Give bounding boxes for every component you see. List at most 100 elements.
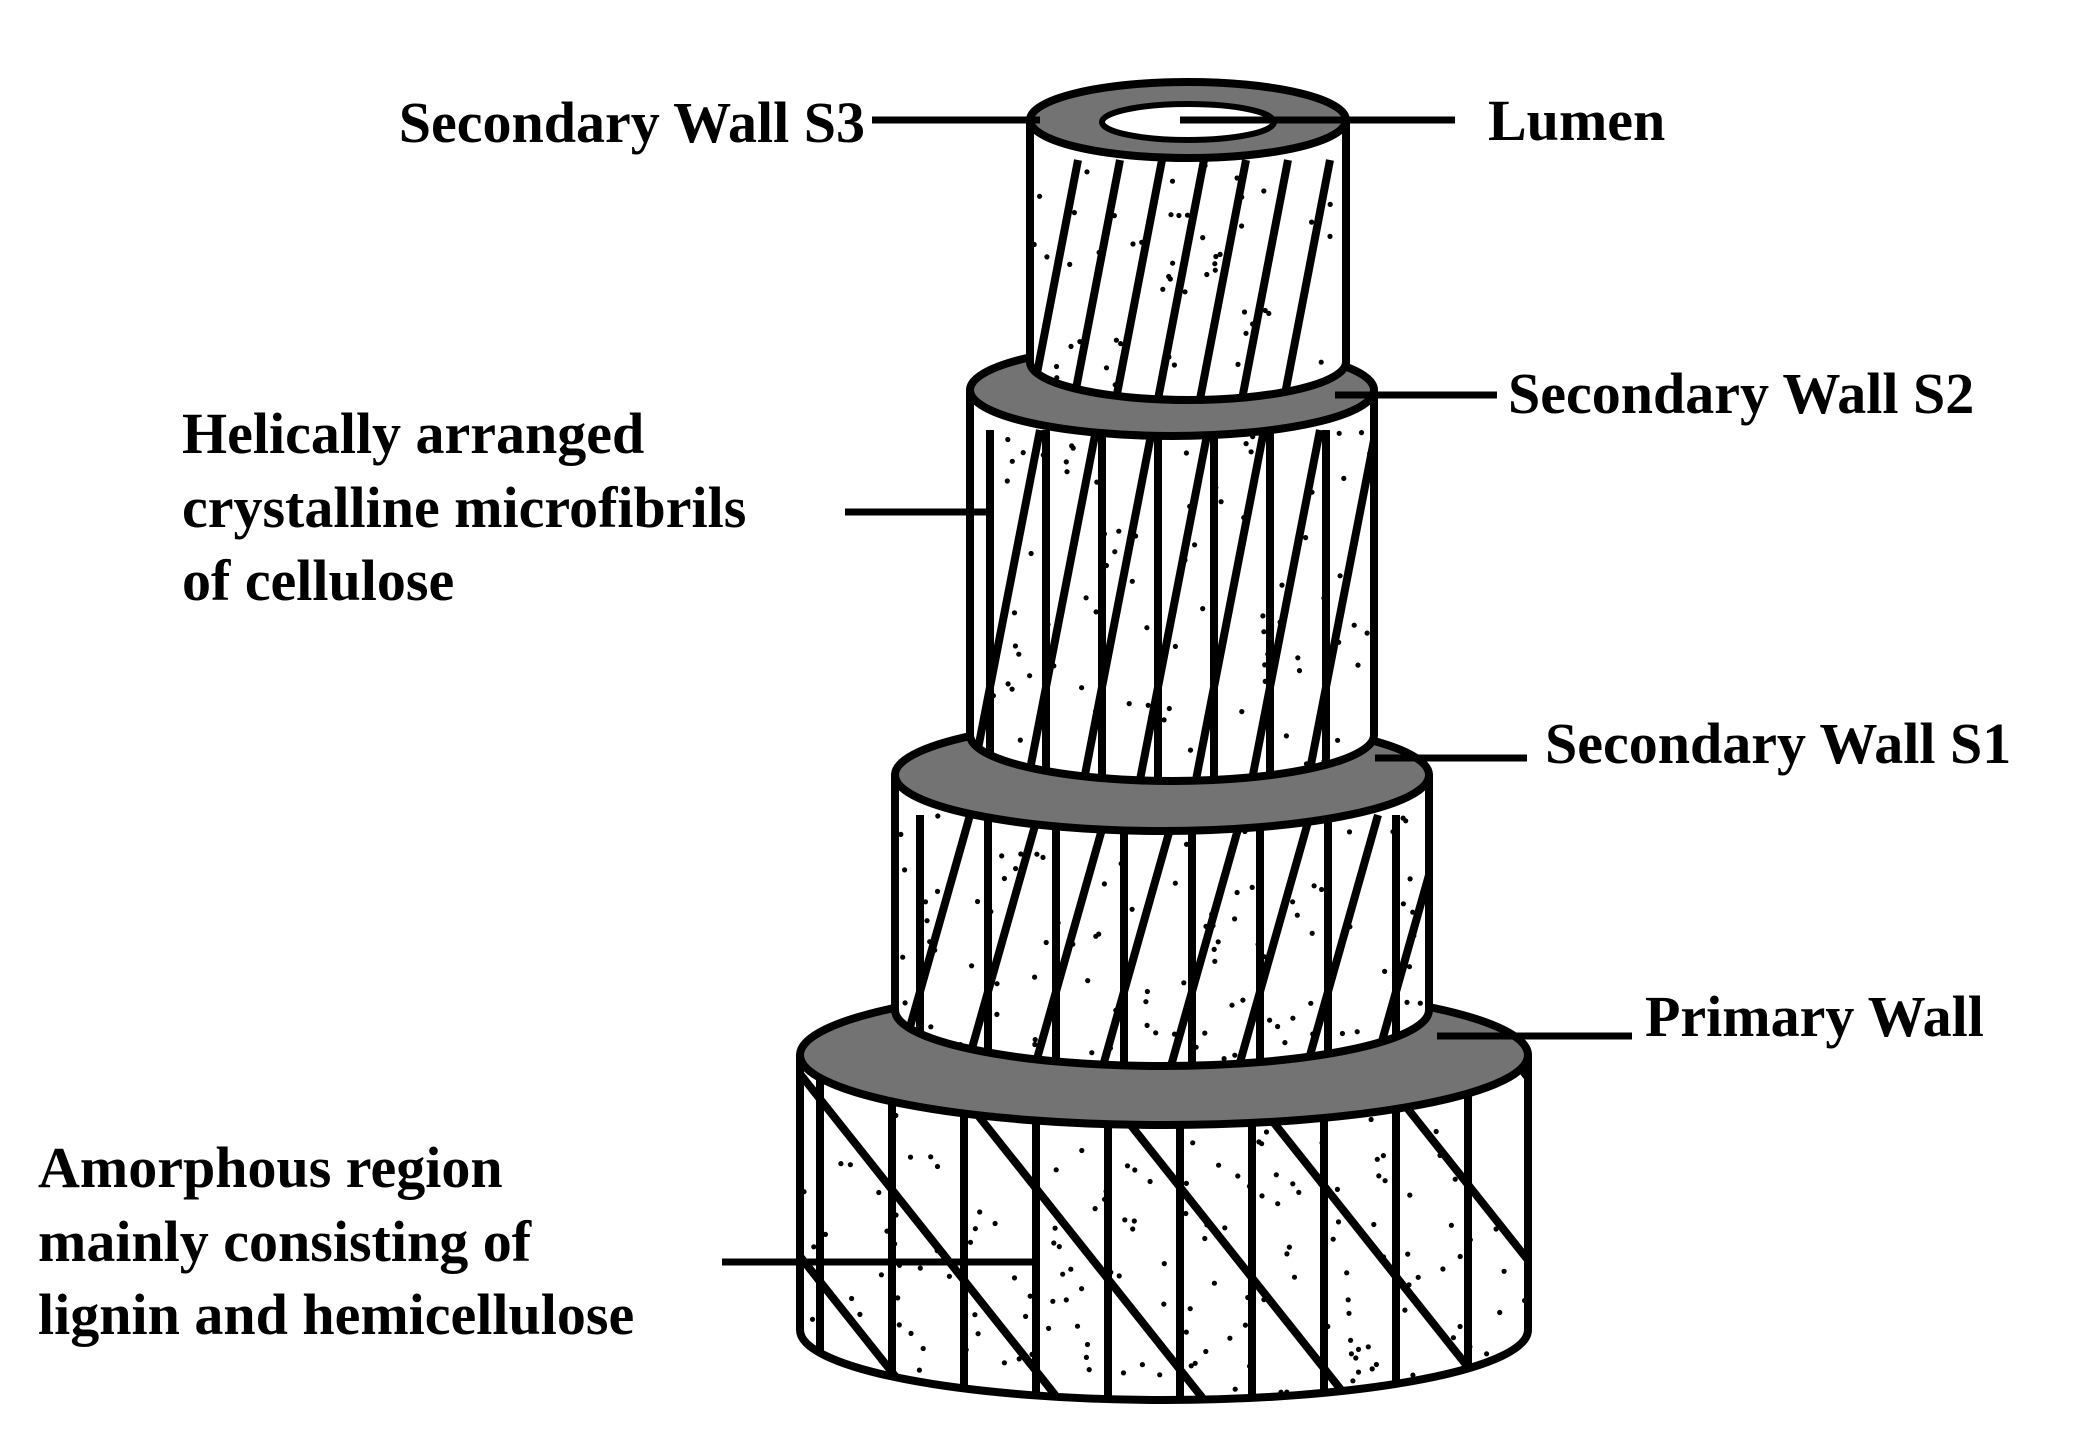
s1-dot	[1118, 861, 1124, 867]
s1-fibril-diagonal	[1299, 813, 1382, 1066]
pw-dot	[917, 1265, 923, 1271]
s1-dot	[957, 1042, 964, 1048]
s1-dot	[988, 909, 994, 915]
pw-dot	[878, 1358, 884, 1364]
s3-dot	[1112, 382, 1118, 388]
s3-dot	[1111, 213, 1117, 219]
pw-dot	[1369, 1366, 1375, 1372]
label-secondary-wall-s1: Secondary Wall S1	[1545, 711, 2011, 776]
s3-dot	[1184, 212, 1191, 218]
s3-dot	[1266, 310, 1272, 316]
pw-dot	[809, 1316, 816, 1322]
pw-dot	[1259, 1141, 1265, 1147]
s1-dot	[1040, 854, 1046, 861]
pw-dot	[972, 1312, 978, 1318]
s1-dot	[1258, 938, 1264, 944]
s2-dot	[1303, 535, 1309, 541]
pw-dot	[934, 1248, 940, 1254]
s1-dot	[1143, 999, 1149, 1005]
s1-dot	[1404, 999, 1410, 1005]
s2-dot	[1090, 441, 1096, 448]
s1-fibril-diagonal	[1231, 813, 1314, 1066]
s2-dot	[1232, 569, 1238, 575]
pw-dot	[975, 1331, 981, 1337]
s1-dot	[999, 853, 1005, 859]
pw-dot	[1376, 1173, 1382, 1179]
s2-fibrils	[970, 429, 1374, 781]
s2-dot	[1309, 489, 1315, 495]
s1-dot	[928, 1024, 934, 1030]
pw-dot	[1060, 1271, 1066, 1277]
s2-dot	[1092, 708, 1099, 715]
pw-dot	[1063, 1297, 1069, 1303]
pw-dot	[1157, 1372, 1163, 1378]
pw-dot	[1501, 1268, 1507, 1274]
s3-dot	[1068, 343, 1074, 349]
s1-dot	[1407, 876, 1413, 882]
s1-dot	[1410, 909, 1416, 915]
s1-dot	[1101, 881, 1107, 887]
pw-dot	[1132, 1167, 1138, 1173]
s3-dot	[1204, 271, 1210, 278]
s2-dot	[1279, 582, 1285, 588]
pw-dot	[1177, 1242, 1183, 1248]
pw-dot	[1353, 1355, 1359, 1361]
s2-dot	[1010, 563, 1016, 569]
label-lumen: Lumen	[1488, 88, 1665, 153]
s2-dot	[1315, 442, 1321, 448]
pw-dot	[1380, 1153, 1386, 1159]
s3-dot	[1176, 212, 1182, 219]
s1-dot	[1234, 889, 1240, 896]
s1-dot	[1085, 978, 1091, 984]
pw-dot	[896, 1322, 902, 1328]
s1-dot	[1382, 968, 1388, 975]
s2-fibril-diagonal	[1022, 429, 1100, 781]
s3-dot	[1239, 194, 1245, 200]
s2-dot	[1101, 531, 1107, 537]
pw-dot	[857, 1311, 863, 1317]
s3-dot	[1084, 169, 1090, 175]
pw-dot	[1373, 1361, 1379, 1368]
label-primary-wall: Primary Wall	[1645, 984, 1984, 1049]
s1-dot	[1240, 997, 1246, 1003]
s2-dot	[1093, 609, 1099, 615]
s3-dot	[1318, 359, 1324, 365]
s3-dot	[1262, 307, 1268, 314]
pw-dot	[1405, 1251, 1411, 1257]
s3-dot	[1213, 253, 1219, 260]
label-microfibrils-line1: Helically arranged	[182, 401, 644, 466]
s2-dot	[1364, 630, 1370, 636]
pw-dot	[908, 1330, 914, 1336]
s1-dot	[1057, 975, 1063, 981]
pw-dot	[1497, 1309, 1503, 1316]
s1-dot	[1032, 1037, 1038, 1043]
pw-dot	[1083, 1354, 1089, 1360]
s2-dot	[1277, 619, 1283, 625]
s2-dot	[1005, 681, 1011, 687]
pw-dot	[1380, 1254, 1387, 1260]
s3-dot	[1037, 193, 1043, 199]
pw-dot	[1245, 1294, 1251, 1301]
s1-dot	[994, 981, 1000, 987]
s2-dot	[1241, 515, 1247, 521]
s2-dot	[1009, 458, 1015, 464]
s2-dot	[1063, 459, 1069, 465]
s2-dot	[1351, 622, 1357, 628]
s2-dot	[1336, 639, 1342, 645]
s1-dot	[1172, 880, 1178, 886]
s2-dot	[1030, 460, 1036, 466]
pw-dot	[838, 1161, 844, 1167]
s1-dot	[1232, 1052, 1238, 1058]
pw-dot	[1122, 1217, 1128, 1223]
pw-dot	[1227, 1335, 1233, 1341]
pw-dot	[1011, 1275, 1018, 1281]
pw-dot	[1448, 1222, 1454, 1228]
pw-dot	[892, 1241, 898, 1247]
s1-dot	[1339, 1030, 1345, 1037]
pw-dot	[1259, 1193, 1265, 1199]
pw-dot	[1105, 1229, 1112, 1235]
pw-dot	[1056, 1244, 1062, 1250]
s1-dot	[1211, 946, 1217, 953]
pw-dot	[1411, 1387, 1418, 1393]
s2-dot	[1079, 685, 1085, 691]
